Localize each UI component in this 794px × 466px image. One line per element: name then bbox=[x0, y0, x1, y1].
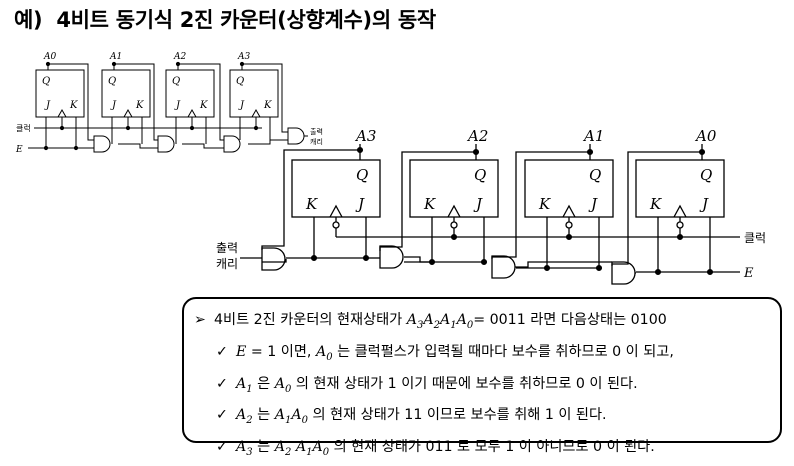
small-counter-diagram: Q J K Q J K Q J K Q J K A0 A1 A2 bbox=[15, 52, 323, 155]
title-prefix: 예) bbox=[14, 8, 43, 32]
svg-text:J: J bbox=[44, 100, 51, 111]
title-text: 4비트 동기식 2진 카운터(상향계수)의 동작 bbox=[56, 8, 436, 32]
note-line-3: ✓A1 은 A0 의 현재 상태가 1 이기 때문에 보수를 취하므로 0 이 … bbox=[216, 375, 638, 395]
svg-text:J: J bbox=[238, 100, 245, 111]
small-ff-3: Q J K bbox=[229, 69, 279, 118]
svg-text:Q: Q bbox=[42, 76, 50, 87]
svg-text:J: J bbox=[588, 195, 598, 213]
large-label-a3: A3 bbox=[354, 127, 376, 145]
large-and-gate-2 bbox=[491, 255, 516, 279]
small-label-a3: A3 bbox=[237, 52, 250, 62]
small-carry-label-2: 캐리 bbox=[310, 137, 323, 146]
svg-text:K: K bbox=[305, 195, 318, 213]
large-and-gate-carry bbox=[261, 247, 286, 271]
small-clock-label: 클럭 bbox=[16, 123, 31, 133]
large-clock-label: 클럭 bbox=[744, 231, 766, 245]
svg-text:Q: Q bbox=[108, 76, 116, 87]
large-label-a0: A0 bbox=[694, 127, 717, 145]
svg-text:J: J bbox=[355, 195, 365, 213]
svg-text:K: K bbox=[69, 100, 78, 111]
small-carry-label-1: 출력 bbox=[310, 127, 323, 136]
svg-text:J: J bbox=[473, 195, 483, 213]
large-carry-label-2: 캐리 bbox=[216, 257, 238, 271]
svg-text:K: K bbox=[538, 195, 551, 213]
note-line-1: ➢4비트 2진 카운터의 현재상태가 A3A2A1A0= 0011 라면 다음상… bbox=[194, 312, 667, 331]
note-line-2: ✓E = 1 이면, A0 는 클럭펄스가 입력될 때마다 보수를 취하므로 0… bbox=[216, 343, 674, 363]
large-enable-label: E bbox=[743, 266, 754, 281]
svg-text:K: K bbox=[423, 195, 436, 213]
svg-text:J: J bbox=[110, 100, 117, 111]
svg-text:Q: Q bbox=[172, 76, 180, 87]
svg-text:Q: Q bbox=[589, 166, 601, 184]
svg-text:Q: Q bbox=[700, 166, 712, 184]
svg-text:Q: Q bbox=[356, 166, 368, 184]
large-ff-a3: Q K J bbox=[291, 159, 381, 218]
small-ff-2: Q J K bbox=[165, 69, 215, 118]
small-ff-0: Q J K bbox=[35, 69, 85, 118]
svg-text:K: K bbox=[199, 100, 208, 111]
note-line-4: ✓A2 는 A1A0 의 현재 상태가 11 이므로 보수를 취해 1 이 된다… bbox=[216, 407, 607, 427]
svg-text:Q: Q bbox=[236, 76, 244, 87]
large-and-gate-3 bbox=[379, 245, 404, 269]
small-label-a0: A0 bbox=[43, 52, 56, 62]
large-ff-a1: Q K J bbox=[524, 159, 614, 218]
explanation-box: ➢4비트 2진 카운터의 현재상태가 A3A2A1A0= 0011 라면 다음상… bbox=[182, 297, 782, 458]
note-line-5: ✓A3 는 A2 A1A0 의 현재 상태가 011 로 모두 1 이 아니므로… bbox=[216, 439, 655, 459]
page-title: 예) 4비트 동기식 2진 카운터(상향계수)의 동작 bbox=[14, 4, 436, 34]
large-label-a1: A1 bbox=[582, 127, 604, 145]
large-ff-a2: Q K J bbox=[409, 159, 499, 218]
svg-text:Q: Q bbox=[474, 166, 486, 184]
large-carry-label-1: 출력 bbox=[216, 241, 238, 255]
svg-text:K: K bbox=[135, 100, 144, 111]
small-label-a2: A2 bbox=[173, 52, 186, 62]
large-ff-a0: Q K J bbox=[635, 159, 725, 218]
svg-text:J: J bbox=[699, 195, 709, 213]
small-enable-label: E bbox=[15, 145, 23, 155]
svg-text:J: J bbox=[174, 100, 181, 111]
svg-text:K: K bbox=[263, 100, 272, 111]
large-counter-diagram: Q K J Q K J Q K J Q K J A3 A2 A1 bbox=[216, 127, 766, 285]
counter-circuit-diagrams: Q J K Q J K Q J K Q J K A0 A1 A2 bbox=[15, 52, 766, 285]
small-ff-1: Q J K bbox=[101, 69, 151, 118]
large-label-a2: A2 bbox=[466, 127, 488, 145]
small-label-a1: A1 bbox=[109, 52, 122, 62]
svg-text:K: K bbox=[649, 195, 662, 213]
large-and-gate-1 bbox=[611, 261, 636, 285]
